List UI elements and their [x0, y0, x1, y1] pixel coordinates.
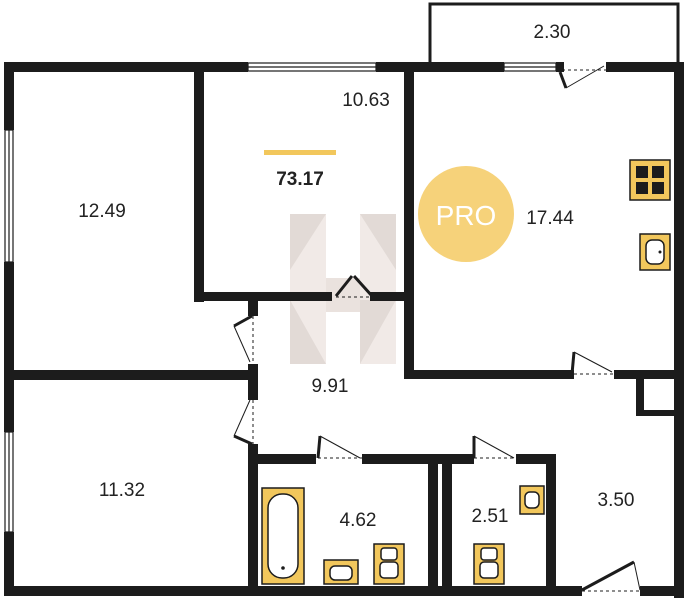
room-area-toilet: 2.51: [472, 506, 509, 527]
pro-badge-text: PRO: [436, 200, 497, 231]
kitchen-sink-icon: [639, 233, 671, 271]
bathtub-icon: [261, 487, 305, 585]
room-area-top-middle: 10.63: [342, 90, 390, 111]
room-area-balcony: 2.30: [534, 22, 571, 43]
bathroom-sink-icon: [323, 559, 359, 585]
pro-badge: PRO: [418, 166, 514, 262]
total-area-bar: [264, 150, 336, 155]
stove-icon: [629, 159, 671, 201]
room-area-hallway: 9.91: [312, 376, 349, 397]
wc-sink-icon: [519, 485, 545, 515]
room-area-kitchen: 17.44: [526, 208, 574, 229]
doors: [233, 65, 641, 592]
bathroom-toilet-icon: [373, 543, 405, 585]
balcony-walls: [428, 2, 680, 62]
walls: [4, 62, 684, 598]
total-area: 73.17: [276, 169, 324, 190]
room-area-bathroom: 4.62: [340, 510, 377, 531]
room-area-top-left: 12.49: [78, 201, 126, 222]
room-area-entrance: 3.50: [598, 490, 635, 511]
watermark-logo: [290, 214, 396, 364]
room-area-bottom-left: 11.32: [99, 480, 145, 501]
windows: [4, 62, 557, 533]
wc-toilet-icon: [473, 543, 505, 585]
